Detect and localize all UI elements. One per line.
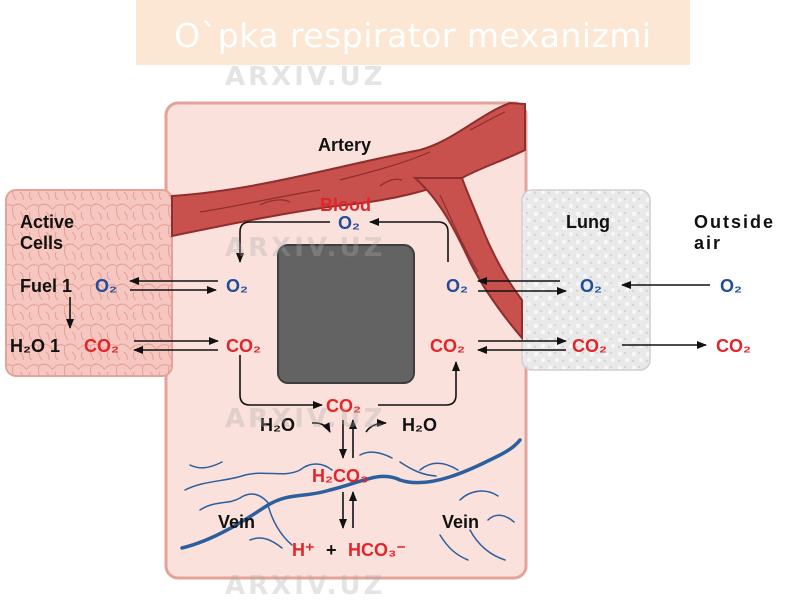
outside-o2-label: O₂ <box>720 276 742 296</box>
h2o-right-label: H₂O <box>402 415 437 435</box>
lung-panel <box>521 189 651 371</box>
flow-arrows <box>66 218 710 529</box>
artery-label: Artery <box>318 135 371 155</box>
vein-right-label: Vein <box>442 512 479 532</box>
outside-air-label-line2: air <box>694 233 722 253</box>
watermark: ARXIV.UZ <box>225 404 386 434</box>
vein-network <box>180 438 522 561</box>
artery-vessel <box>171 101 526 341</box>
h2o-1-label: H₂O 1 <box>10 336 60 356</box>
active-cells-label-line1: Active <box>20 212 74 232</box>
bottom-co2-label: CO₂ <box>326 396 361 416</box>
artery-o2-left-label: O₂ <box>226 276 248 296</box>
page-title: O`pka respirator mexanizmi <box>136 0 690 65</box>
vein-left-label: Vein <box>218 512 255 532</box>
outside-co2-label: CO₂ <box>716 336 751 356</box>
artery-co2-right-label: CO₂ <box>430 336 465 356</box>
active-cells-panel <box>5 189 173 377</box>
hydrogen-ion-label: H⁺ <box>292 540 315 560</box>
lung-label: Lung <box>566 212 610 232</box>
watermark: ARXIV.UZ <box>225 571 386 601</box>
active-cells-label-line2: Cells <box>20 233 63 253</box>
lung-co2-label: CO₂ <box>572 336 607 356</box>
blood-o2-label: O₂ <box>338 213 360 233</box>
lung-o2-label: O₂ <box>580 276 602 296</box>
h2o-left-label: H₂O <box>260 415 295 435</box>
cells-co2-label: CO₂ <box>84 336 119 356</box>
watermark: ARXIV.UZ <box>225 62 386 92</box>
bicarbonate-label: HCO₃⁻ <box>348 540 406 560</box>
cells-o2-label: O₂ <box>95 276 117 296</box>
artery-o2-right-label: O₂ <box>446 276 468 296</box>
fuel-label: Fuel 1 <box>20 276 72 296</box>
carbonic-acid-label: H₂CO₃ <box>312 466 368 486</box>
plus-sign: + <box>326 540 337 560</box>
artery-co2-left-label: CO₂ <box>226 336 261 356</box>
watermark: ARXIV.UZ <box>225 233 386 263</box>
center-box <box>277 244 415 384</box>
blood-label: Blood <box>320 195 371 215</box>
outside-air-label-line1: Outside <box>694 212 775 232</box>
